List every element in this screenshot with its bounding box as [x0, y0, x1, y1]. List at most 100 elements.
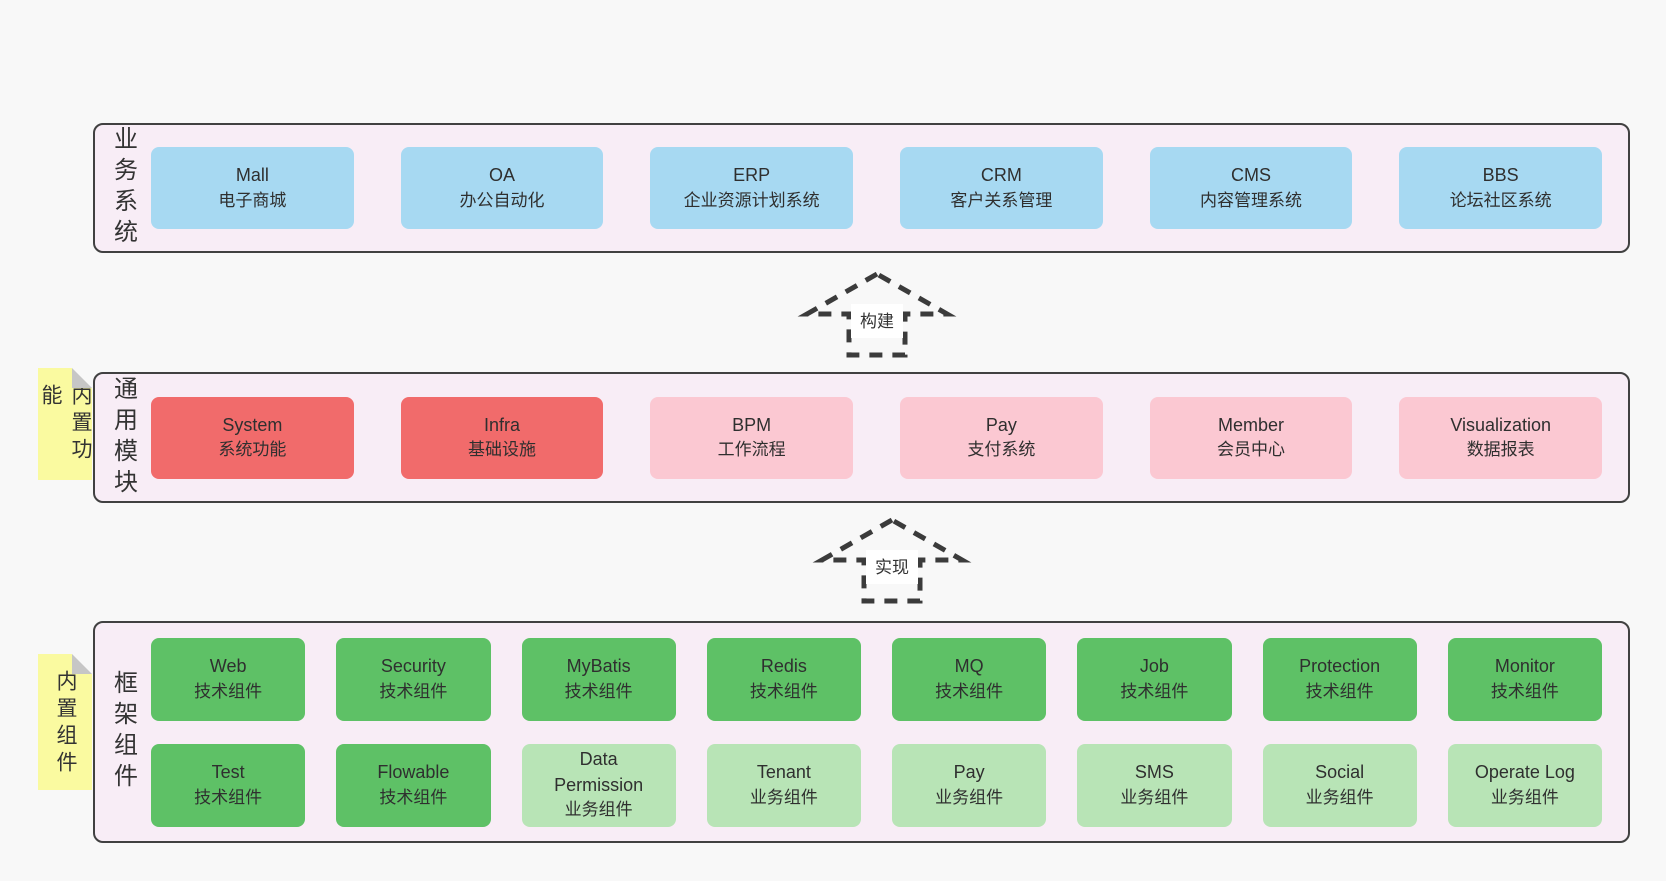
box-title: ERP	[733, 165, 771, 186]
band-framework-boxes: Web 技术组件 Security 技术组件 MyBatis 技术组件 Redi…	[151, 623, 1628, 841]
box-subtitle: 会员中心	[1217, 440, 1286, 460]
box-flowable: Flowable 技术组件	[336, 743, 491, 827]
box-subtitle: 论坛社区系统	[1449, 190, 1552, 210]
box-mall: Mall 电子商城	[151, 147, 354, 229]
box-job: Job 技术组件	[1077, 637, 1232, 721]
box-pay: Pay 支付系统	[900, 396, 1103, 479]
box-subtitle: 业务组件	[1305, 787, 1374, 807]
box-subtitle: 业务组件	[749, 787, 818, 807]
box-title: Job	[1139, 656, 1169, 677]
box-test: Test 技术组件	[151, 743, 306, 827]
box-title: Pay	[985, 414, 1017, 435]
arrow-implement-label: 实现	[875, 558, 909, 577]
box-security: Security 技术组件	[336, 637, 491, 721]
box-title: Test	[211, 762, 245, 783]
box-subtitle: 技术组件	[194, 681, 263, 701]
box-mybatis: MyBatis 技术组件	[521, 637, 676, 721]
box-title: SMS	[1134, 762, 1174, 783]
box-subtitle: 工作流程	[717, 440, 786, 460]
box-subtitle: 技术组件	[1305, 681, 1374, 701]
box-title: Tenant	[756, 762, 811, 783]
box-member: Member 会员中心	[1149, 396, 1353, 479]
band-framework-label: 框架组件	[109, 670, 137, 794]
box-title: Redis	[760, 656, 807, 677]
arrow-up-outline	[812, 517, 972, 604]
box-subtitle: 技术组件	[1120, 681, 1189, 701]
page-fold-icon	[72, 368, 92, 388]
box-cms: CMS 内容管理系统	[1149, 147, 1353, 229]
box-visualization: Visualization 数据报表	[1399, 396, 1603, 479]
note-built-in-components: 内置组件	[38, 654, 92, 790]
arrow-up-outline	[797, 271, 957, 358]
note-built-in-components-label: 内置组件	[54, 670, 77, 778]
framework-row-2: Test 技术组件 Flowable 技术组件 Data Permission …	[151, 743, 1602, 827]
band-business-systems: 业务系统 Mall 电子商城 OA 办公自动化 ERP 企业资源计划系统 CRM…	[93, 123, 1630, 253]
band-common-modules: 通用模块 System 系统功能 Infra 基础设施 BPM 工作流程 Pay…	[93, 372, 1630, 503]
box-title: BBS	[1482, 165, 1519, 186]
box-mq: MQ 技术组件	[892, 637, 1047, 721]
box-subtitle: 数据报表	[1466, 440, 1535, 460]
box-title: Operate Log	[1474, 762, 1575, 783]
box-title: Web	[209, 656, 247, 677]
box-oa: OA 办公自动化	[400, 147, 604, 229]
arrow-build: 构建	[797, 271, 957, 358]
arrow-label-bg	[851, 304, 903, 338]
box-data-permission: Data Permission 业务组件	[521, 743, 676, 827]
box-title: Monitor	[1494, 656, 1555, 677]
box-erp: ERP 企业资源计划系统	[650, 147, 854, 229]
box-title: Pay	[953, 762, 985, 783]
band-framework-components: 框架组件 Web 技术组件 Security 技术组件 MyBatis 技术组件…	[93, 621, 1630, 843]
box-subtitle: 技术组件	[564, 681, 633, 701]
box-title: Social	[1315, 762, 1365, 783]
box-subtitle: 业务组件	[1490, 787, 1559, 807]
box-title: Flowable	[377, 762, 450, 783]
band-business-boxes: Mall 电子商城 OA 办公自动化 ERP 企业资源计划系统 CRM 客户关系…	[151, 125, 1628, 251]
band-modules-boxes: System 系统功能 Infra 基础设施 BPM 工作流程 Pay 支付系统…	[151, 374, 1628, 501]
box-title: System	[222, 414, 283, 435]
arrow-build-label: 构建	[860, 312, 894, 331]
box-infra: Infra 基础设施	[400, 396, 604, 479]
box-subtitle: 业务组件	[564, 800, 633, 820]
box-title: CRM	[980, 165, 1022, 186]
band-business-label: 业务系统	[109, 126, 137, 250]
note-built-in-features: 内置功能	[38, 368, 92, 480]
box-title: Mall	[235, 165, 269, 186]
box-title: CMS	[1231, 165, 1272, 186]
box-title: MQ	[954, 656, 984, 677]
box-subtitle: 业务组件	[1120, 787, 1189, 807]
box-subtitle: 技术组件	[749, 681, 818, 701]
box-subtitle: 客户关系管理	[950, 190, 1053, 210]
box-title: Data Permission	[554, 749, 644, 795]
framework-row-1: Web 技术组件 Security 技术组件 MyBatis 技术组件 Redi…	[151, 637, 1602, 721]
page-fold-icon	[72, 654, 92, 674]
box-subtitle: 业务组件	[935, 787, 1004, 807]
band-modules-label: 通用模块	[109, 375, 137, 500]
box-bbs: BBS 论坛社区系统	[1399, 147, 1603, 229]
box-subtitle: 系统功能	[218, 440, 287, 460]
box-title: Infra	[483, 414, 521, 435]
box-subtitle: 技术组件	[194, 787, 263, 807]
box-monitor: Monitor 技术组件	[1447, 637, 1602, 721]
box-tenant: Tenant 业务组件	[706, 743, 861, 827]
box-web: Web 技术组件	[151, 637, 306, 721]
box-title: MyBatis	[566, 656, 631, 677]
box-sms: SMS 业务组件	[1077, 743, 1232, 827]
box-subtitle: 技术组件	[379, 681, 448, 701]
box-subtitle: 支付系统	[967, 440, 1036, 460]
box-bpm: BPM 工作流程	[650, 396, 854, 479]
box-protection: Protection 技术组件	[1262, 637, 1417, 721]
box-title: Security	[380, 656, 446, 677]
box-subtitle: 技术组件	[1490, 681, 1559, 701]
box-subtitle: 电子商城	[218, 190, 287, 210]
box-subtitle: 技术组件	[935, 681, 1004, 701]
box-title: BPM	[732, 414, 772, 435]
box-pay-business: Pay 业务组件	[892, 743, 1047, 827]
box-title: OA	[489, 165, 516, 186]
arrow-implement: 实现	[812, 517, 972, 604]
arrow-label-bg	[866, 550, 918, 584]
box-title: Protection	[1299, 656, 1381, 677]
box-title: Visualization	[1450, 414, 1552, 435]
box-social: Social 业务组件	[1262, 743, 1417, 827]
note-built-in-features-label: 内置功能	[39, 384, 92, 465]
